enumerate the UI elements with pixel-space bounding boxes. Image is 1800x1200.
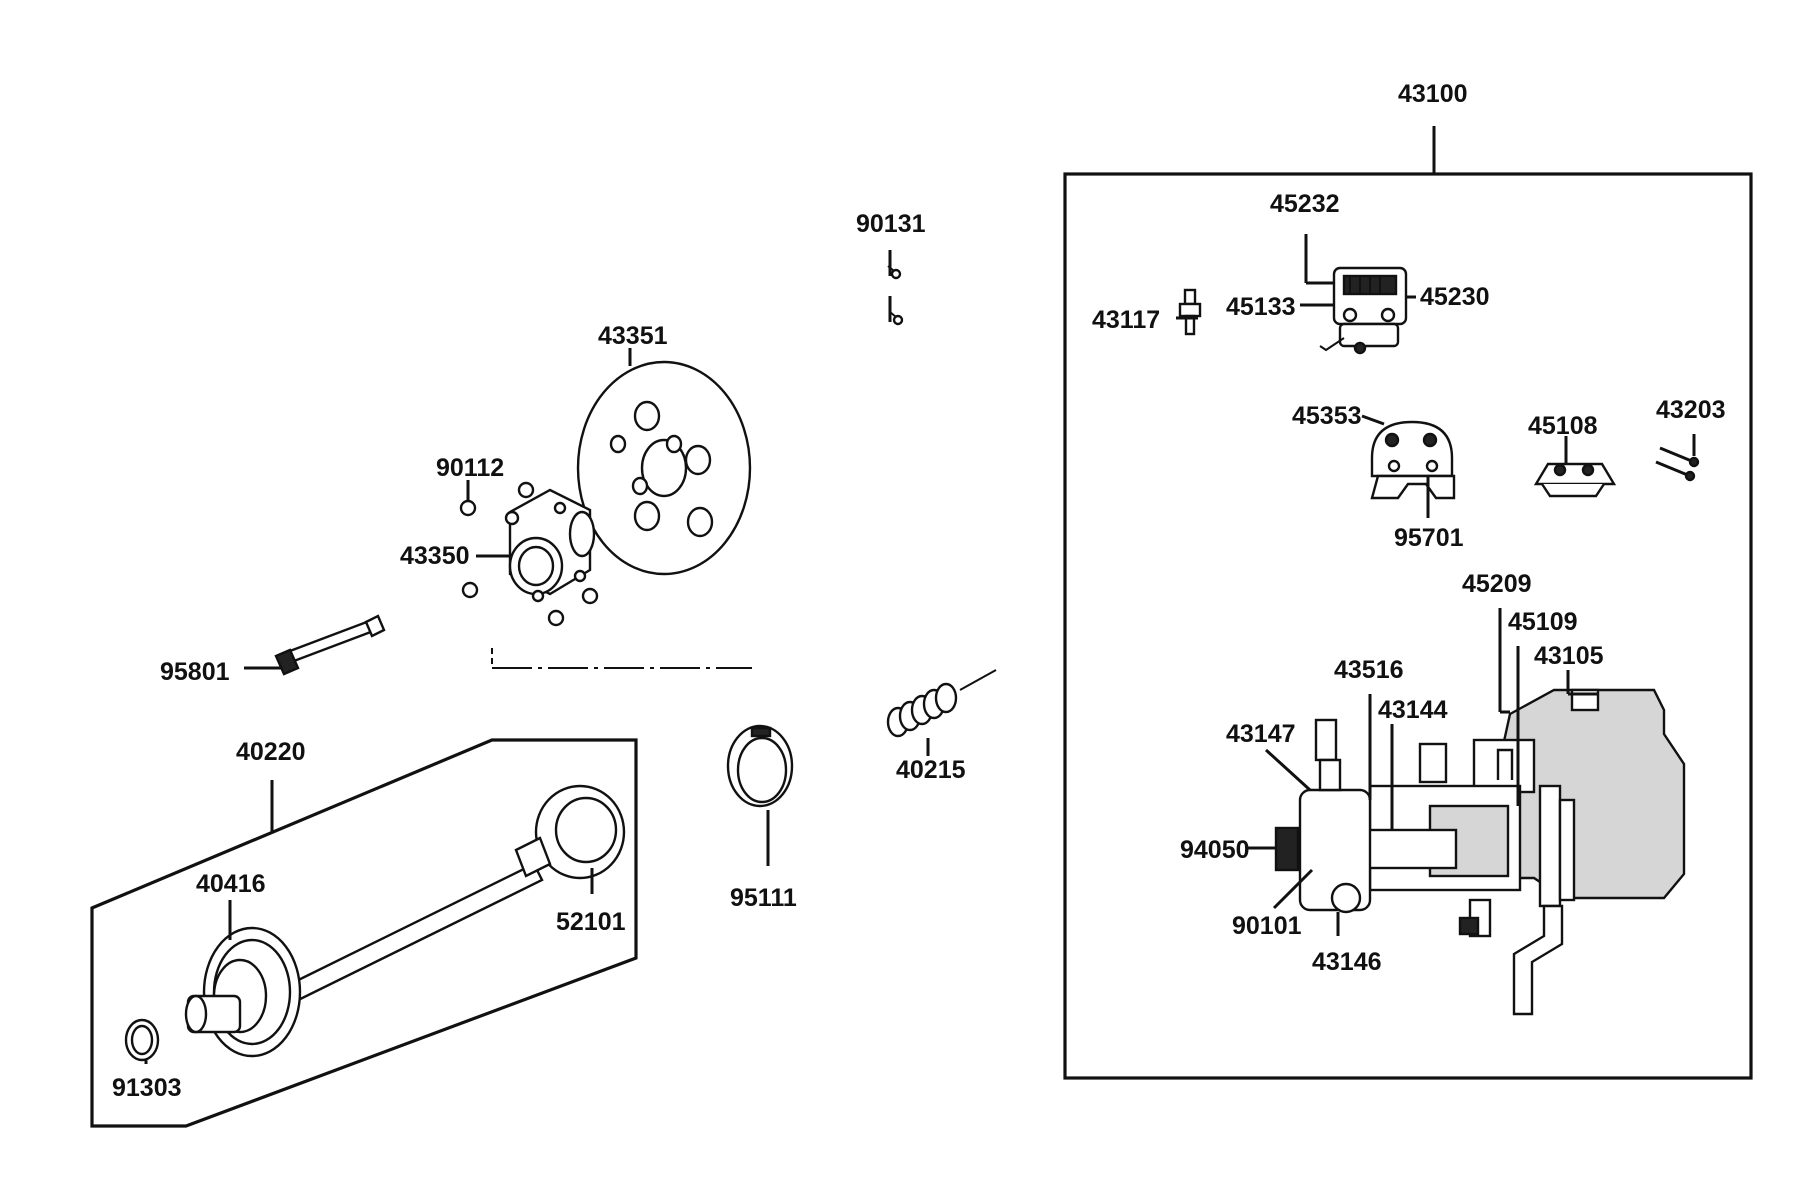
part-label-45353[interactable]: 45353	[1292, 402, 1362, 430]
part-label-40416[interactable]: 40416	[196, 870, 266, 898]
part-label-90112[interactable]: 90112	[436, 454, 504, 482]
part-label-90131[interactable]: 90131	[856, 210, 926, 238]
part-label-40220[interactable]: 40220	[236, 738, 306, 766]
part-label-45109[interactable]: 45109	[1508, 608, 1578, 636]
part-label-43146[interactable]: 43146	[1312, 948, 1382, 976]
caliper-bolts-icon	[887, 265, 904, 326]
wheel-hub-icon	[504, 488, 596, 603]
part-label-90101[interactable]: 90101	[1232, 912, 1302, 940]
part-label-52101[interactable]: 52101	[556, 908, 626, 936]
lower-brake-caliper-icon	[1370, 420, 1456, 500]
part-label-43350[interactable]: 43350	[400, 542, 470, 570]
part-label-45133[interactable]: 45133	[1226, 293, 1296, 321]
brake-disc-icon	[576, 360, 752, 576]
part-label-91303[interactable]: 91303	[112, 1074, 182, 1102]
master-cylinder-icon	[1274, 688, 1686, 1016]
part-label-40215[interactable]: 40215	[896, 756, 966, 784]
bleeder-valve-icon	[1178, 288, 1202, 336]
brake-pads-icon	[1533, 462, 1617, 498]
hub-bolt-icon	[274, 614, 386, 676]
part-label-43105[interactable]: 43105	[1534, 642, 1604, 670]
part-label-45209[interactable]: 45209	[1462, 570, 1532, 598]
part-label-45230[interactable]: 45230	[1420, 283, 1490, 311]
snap-ring-icon	[124, 1018, 160, 1062]
part-label-94050[interactable]: 94050	[1180, 836, 1250, 864]
part-label-95801[interactable]: 95801	[160, 658, 230, 686]
brake-assembly-group: 43100 45232 45230 45133 43117	[1063, 80, 1753, 1080]
drive-shaft-group: 40220 40416 52101 91303	[90, 738, 638, 1128]
part-label-43117[interactable]: 43117	[1092, 306, 1160, 334]
part-label-45108[interactable]: 45108	[1528, 412, 1598, 440]
hose-clamp-icon	[726, 724, 794, 808]
upper-brake-caliper-icon	[1319, 266, 1408, 355]
part-label-43100[interactable]: 43100	[1398, 80, 1468, 108]
part-label-43516[interactable]: 43516	[1334, 656, 1404, 684]
part-label-43144[interactable]: 43144	[1378, 696, 1448, 724]
part-label-43147[interactable]: 43147	[1226, 720, 1296, 748]
part-label-45232[interactable]: 45232	[1270, 190, 1340, 218]
assembly-frame	[1063, 172, 1753, 1080]
caliper-pins-icon	[1655, 446, 1700, 482]
part-label-95701[interactable]: 95701	[1394, 524, 1464, 552]
hub-bolts-icon	[459, 481, 599, 627]
part-label-95111[interactable]: 95111	[730, 884, 797, 912]
spring-icon	[886, 682, 958, 738]
drive-shaft-icon	[184, 784, 626, 1058]
part-label-43351[interactable]: 43351	[598, 322, 668, 350]
part-label-43203[interactable]: 43203	[1656, 396, 1726, 424]
